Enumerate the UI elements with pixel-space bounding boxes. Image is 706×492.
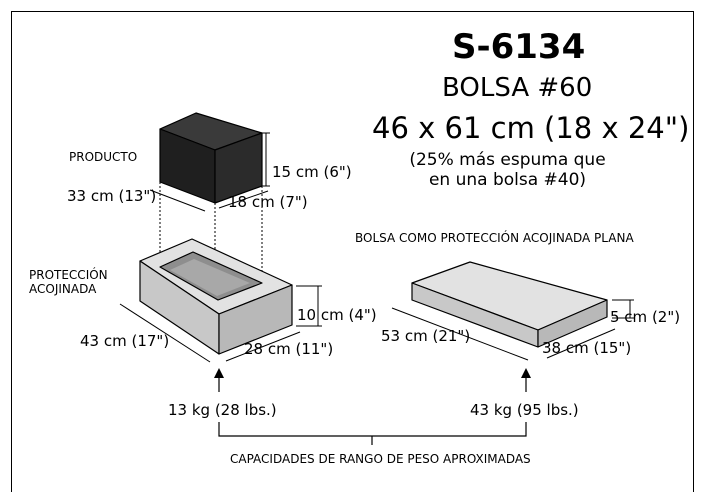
product-label: PRODUCTO	[69, 150, 138, 164]
flat-width-label: 38 cm (15")	[542, 339, 632, 357]
capacity-caption: CAPACIDADES DE RANGO DE PESO APROXIMADAS	[230, 452, 531, 466]
flat-cushion-side	[537, 299, 608, 348]
padding-capacity: 13 kg (28 lbs.)	[168, 401, 277, 419]
padding-width-label: 28 cm (11")	[244, 340, 334, 358]
model-number: S-6134	[452, 27, 586, 67]
foam-note-line1: (25% más espuma que	[409, 150, 606, 170]
product-length-label: 33 cm (13")	[67, 187, 157, 205]
flat-capacity: 43 kg (95 lbs.)	[470, 401, 579, 419]
flat-length-label: 53 cm (21")	[381, 327, 471, 345]
product-box	[159, 112, 263, 204]
padding-label-line2: ACOJINADA	[29, 281, 97, 296]
product-height-label: 15 cm (6")	[272, 163, 352, 181]
padding-height-label: 10 cm (4")	[297, 306, 377, 324]
foam-note-line2: en una bolsa #40)	[428, 169, 587, 190]
foam-box-cavity-floor	[170, 259, 250, 296]
product-width-label: 18 cm (7")	[228, 193, 308, 211]
diagram-frame	[11, 11, 694, 492]
flat-dimension-lines	[391, 299, 634, 361]
foam-dimension-lines	[119, 285, 322, 363]
capacity-bracket	[218, 422, 527, 445]
bag-name: BOLSA #60	[442, 73, 593, 103]
foam-box-side	[218, 284, 293, 355]
product-dimension-lines	[149, 132, 270, 212]
bag-size: 46 x 61 cm (18 x 24")	[372, 111, 690, 145]
foam-box	[139, 238, 293, 355]
padding-length-label: 43 cm (17")	[80, 332, 170, 350]
capacity-arrows	[214, 368, 531, 392]
flat-cushion	[411, 261, 608, 348]
padding-label: PROTECCIÓN ACOJINADA	[29, 268, 108, 297]
foam-note: (25% más espuma que en una bolsa #40)	[405, 150, 610, 190]
padding-label-line1: PROTECCIÓN	[29, 268, 108, 282]
flat-cushion-title: BOLSA COMO PROTECCIÓN ACOJINADA PLANA	[355, 231, 634, 245]
flat-height-label: 5 cm (2")	[610, 308, 681, 326]
